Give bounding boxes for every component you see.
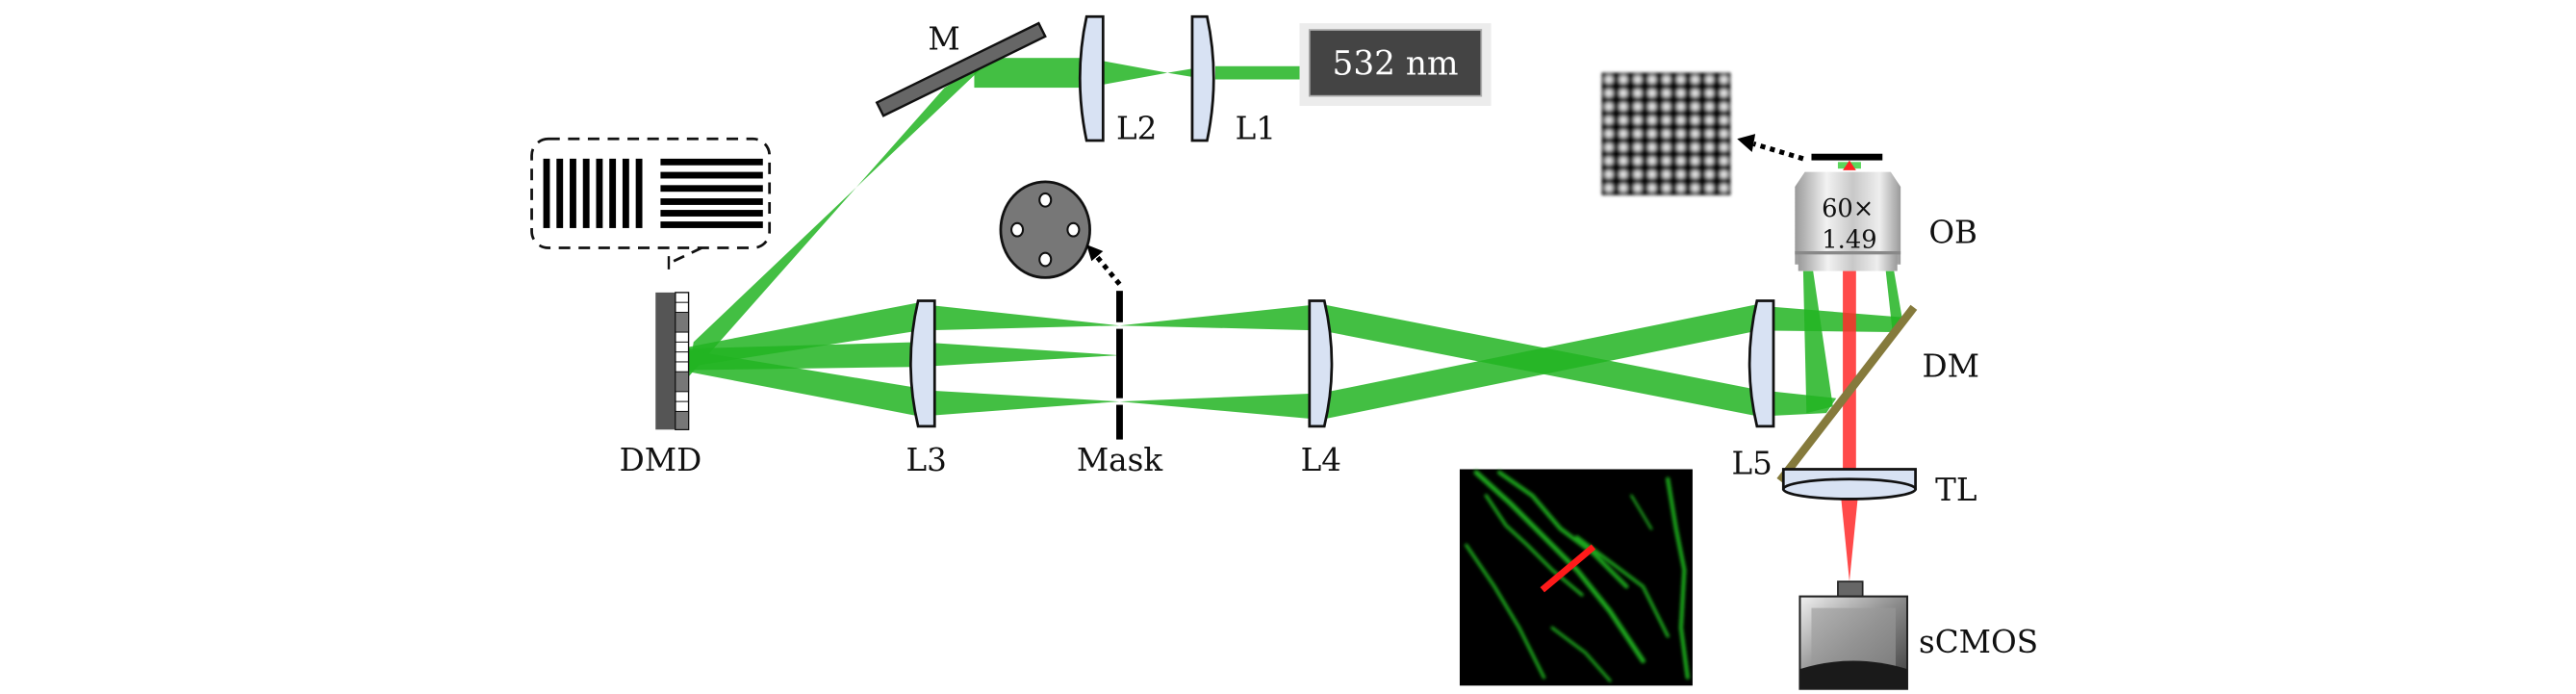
objective-ob: 60× 1.49 OB bbox=[1795, 171, 1977, 271]
objective-magnification: 60× bbox=[1822, 194, 1874, 223]
objective-na: 1.49 bbox=[1822, 226, 1876, 255]
mirror-label: M bbox=[928, 21, 959, 58]
tube-lens-label: TL bbox=[1935, 472, 1977, 508]
illumination-pattern-inset bbox=[1601, 72, 1804, 195]
lens-l5: L5 bbox=[1732, 299, 1775, 482]
mirror-m: M bbox=[875, 21, 1047, 117]
lens-l1: L1 bbox=[1190, 14, 1276, 146]
emission-beam bbox=[1841, 270, 1858, 582]
sample bbox=[1811, 153, 1883, 170]
laser-532nm: 532 nm bbox=[1299, 23, 1492, 106]
dmd: DMD bbox=[620, 292, 702, 478]
dmd-pattern-callout bbox=[530, 137, 772, 270]
objective-label: OB bbox=[1928, 214, 1977, 250]
tube-lens: TL bbox=[1781, 468, 1977, 508]
camera-label: sCMOS bbox=[1919, 624, 2038, 660]
lens-l4: L4 bbox=[1301, 299, 1341, 478]
lens-l4-label: L4 bbox=[1301, 442, 1341, 478]
lens-l3: L3 bbox=[905, 299, 947, 478]
dmd-label: DMD bbox=[620, 442, 702, 478]
mask-aperture-inset bbox=[999, 180, 1122, 286]
lens-l5-label: L5 bbox=[1732, 446, 1773, 482]
laser-label: 532 nm bbox=[1333, 44, 1459, 83]
mask: Mask bbox=[1077, 291, 1163, 478]
lens-l2: L2 bbox=[1078, 14, 1157, 146]
scmos-camera: sCMOS bbox=[1798, 580, 2038, 690]
dichroic-label: DM bbox=[1922, 347, 1979, 384]
lens-l3-label: L3 bbox=[905, 442, 946, 478]
line-profile-marker bbox=[1540, 544, 1596, 593]
lens-l1-label: L1 bbox=[1236, 110, 1276, 146]
lens-l2-label: L2 bbox=[1116, 110, 1157, 146]
mask-label: Mask bbox=[1077, 442, 1163, 478]
dichroic-mirror: DM bbox=[1776, 304, 1979, 484]
dotted-arrow-icon bbox=[1094, 254, 1122, 286]
fluorescence-image bbox=[1459, 469, 1693, 686]
